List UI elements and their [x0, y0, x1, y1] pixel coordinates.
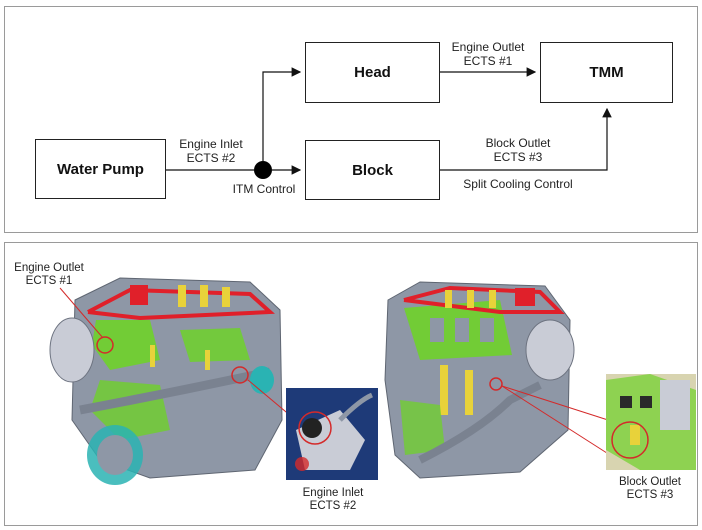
block-outlet-callout: Block Outlet ECTS #3 [619, 476, 681, 501]
engine-inlet-callout: Engine Inlet ECTS #2 [302, 487, 364, 512]
tmm-node: TMM [540, 42, 673, 103]
right-engine-image [384, 281, 611, 479]
water-pump-node: Water Pump [35, 139, 166, 199]
split-cooling-label: Split Cooling Control [463, 177, 573, 191]
left-engine-image [49, 277, 299, 485]
block-outlet-label: Block Outlet ECTS #3 [485, 136, 551, 164]
block-to-tmm-arrow [440, 107, 612, 171]
engine-outlet-callout: Engine Outlet ECTS #1 [14, 262, 84, 287]
block-node: Block [305, 140, 440, 200]
engine-inlet-inset [286, 388, 378, 480]
head-node: Head [305, 42, 440, 103]
engine-inlet-label: Engine Inlet ECTS #2 [179, 137, 243, 165]
block-outlet-inset [606, 374, 696, 470]
engine-outlet-label: Engine Outlet ECTS #1 [451, 40, 525, 68]
junction-to-head-arrow [262, 67, 302, 161]
itm-junction-dot [254, 161, 272, 179]
itm-control-label: ITM Control [232, 182, 296, 196]
